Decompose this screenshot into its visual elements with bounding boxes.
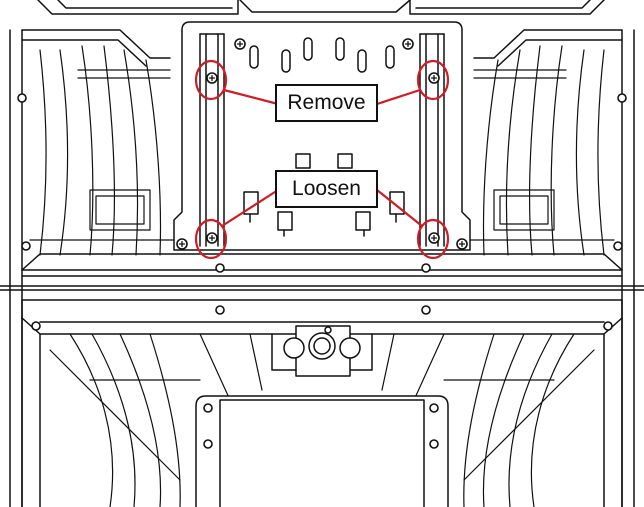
remove-callout: Remove	[275, 84, 378, 122]
remove-highlights	[194, 59, 450, 106]
loosen-callout: Loosen	[275, 170, 378, 208]
screw-icon	[234, 38, 246, 50]
lower-chassis	[21, 299, 623, 507]
screw-icon	[428, 232, 440, 244]
right-fan-area	[463, 45, 615, 256]
left-fan-area	[29, 45, 181, 256]
screw-icon	[176, 238, 188, 250]
remove-label: Remove	[287, 91, 366, 114]
lower-bracket	[195, 395, 449, 507]
lower-hub	[271, 325, 373, 377]
screw-icon	[206, 72, 218, 84]
screw-icon	[206, 232, 218, 244]
mounting-bracket	[173, 21, 471, 251]
screw-icon	[428, 72, 440, 84]
lower-fan-area	[49, 333, 595, 507]
upper-base-plate	[21, 253, 623, 277]
loosen-label: Loosen	[292, 177, 361, 200]
screw-icon	[456, 238, 468, 250]
screw-icon	[402, 38, 414, 50]
loosen-highlights	[194, 188, 450, 260]
